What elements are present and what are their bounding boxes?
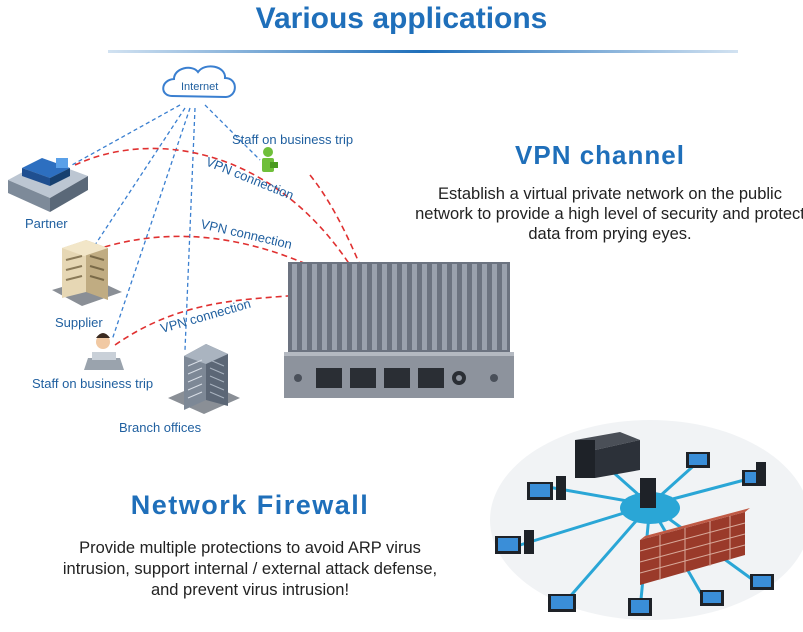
network-firewall-heading: Network Firewall — [130, 490, 370, 520]
title-divider — [108, 50, 738, 53]
link-staff-top — [204, 104, 261, 161]
vpn-tunnel-partner — [74, 147, 351, 266]
vpn-channel-heading: VPN channel — [515, 140, 685, 170]
staff-top-label: Staff on business trip — [232, 132, 353, 147]
ethernet-ports — [316, 368, 444, 388]
internet-links — [71, 104, 261, 351]
brick-wall-icon — [639, 508, 750, 585]
vpn-tunnels — [74, 147, 361, 346]
link-staff-left — [111, 107, 191, 341]
server-tower-icon — [640, 478, 656, 508]
partner-label: Partner — [25, 216, 68, 231]
link-partner — [71, 104, 181, 166]
lan-port-3 — [384, 368, 410, 388]
branch-office-building-icon — [168, 344, 240, 414]
partner-building-icon — [8, 158, 88, 212]
vpn-tunnel-staff-top — [309, 174, 361, 266]
lan-port-4 — [418, 368, 444, 388]
branch-label: Branch offices — [119, 420, 202, 435]
computer-icons — [495, 452, 774, 616]
lan-port-1 — [316, 368, 342, 388]
staff-person-icon — [84, 333, 124, 370]
vpn-label-1: VPN connection — [204, 154, 296, 203]
page-title: Various applications — [255, 2, 548, 35]
vpn-tunnel-staff-left — [114, 294, 301, 346]
server-rack-icon — [575, 432, 640, 478]
lan-port-2 — [350, 368, 376, 388]
vpn-channel-description: Establish a virtual private network on t… — [415, 185, 803, 243]
vpn-label-2: VPN connection — [199, 216, 293, 252]
staff-left-label: Staff on business trip — [32, 376, 153, 391]
firewall-device-image — [284, 262, 514, 398]
link-supplier — [94, 107, 186, 246]
internet-cloud-icon: Internet — [162, 65, 236, 99]
supplier-building-icon — [52, 240, 122, 306]
internet-label: Internet — [181, 81, 218, 93]
firewall-network-illustration — [490, 420, 803, 620]
network-firewall-description: Provide multiple protections to avoid AR… — [62, 539, 438, 599]
staff-top-person-icon — [262, 147, 278, 172]
link-branch — [184, 107, 196, 351]
supplier-label: Supplier — [55, 315, 103, 330]
